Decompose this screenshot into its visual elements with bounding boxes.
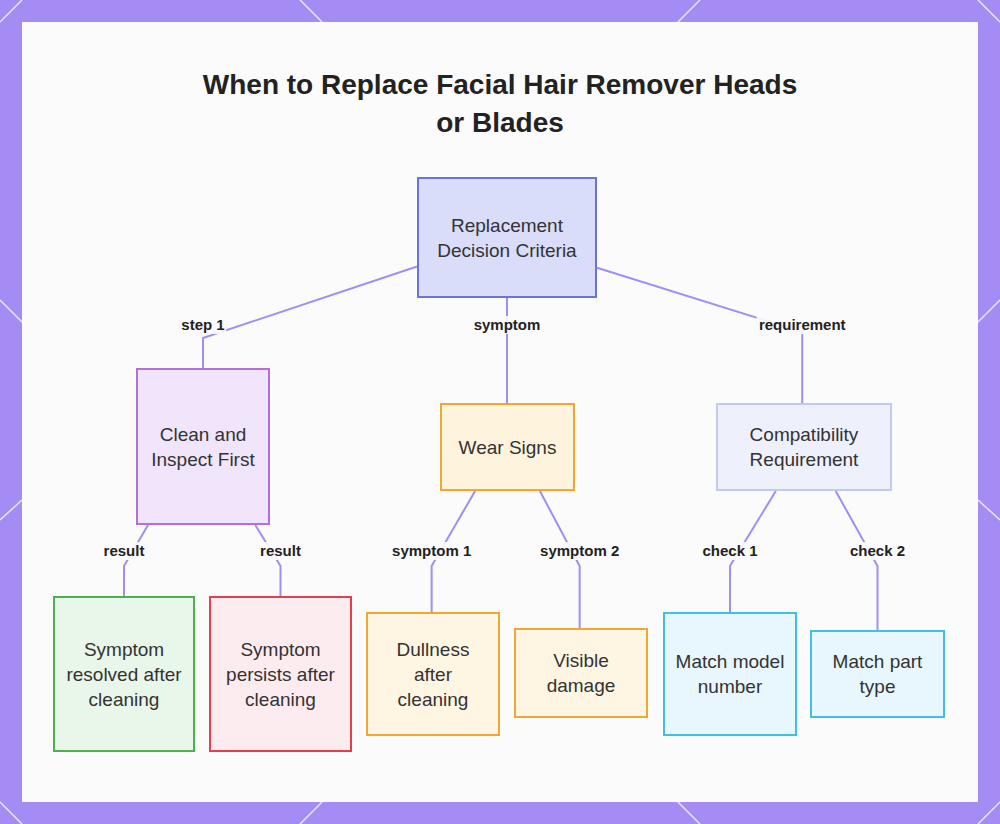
- node-text: Symptom resolved after cleaning: [63, 637, 185, 712]
- edge-label: result: [102, 542, 147, 560]
- check-box: Match model number: [663, 612, 797, 736]
- node-text: Wear Signs: [459, 435, 557, 460]
- edge-label: symptom: [472, 316, 543, 334]
- result-box: Symptom persists after cleaning: [209, 596, 352, 752]
- node-text: Dullness after cleaning: [376, 637, 490, 712]
- node-text: Symptom persists after cleaning: [219, 637, 342, 712]
- check-box: Match part type: [810, 630, 945, 718]
- node-text: Match part type: [820, 649, 935, 699]
- connector-line: [506, 298, 508, 403]
- node-text: Clean and Inspect First: [146, 422, 260, 472]
- symptom-box: Visible damage: [514, 628, 648, 718]
- root-box: Replacement Decision Criteria: [417, 177, 597, 298]
- connector-line: [255, 525, 280, 596]
- result-box: Symptom resolved after cleaning: [53, 596, 195, 752]
- node-text: Replacement Decision Criteria: [427, 213, 587, 263]
- edge-label: check 1: [700, 542, 759, 560]
- diagram-title: When to Replace Facial Hair Remover Head…: [200, 66, 800, 142]
- edge-label: symptom 2: [538, 542, 621, 560]
- edge-label: requirement: [757, 316, 848, 334]
- node-text: Compatibility Requirement: [726, 422, 882, 472]
- connector-line: [203, 267, 417, 368]
- edge-label: symptom 1: [390, 542, 473, 560]
- symptom-box: Dullness after cleaning: [366, 612, 500, 736]
- category-box: Wear Signs: [440, 403, 575, 491]
- category-box: Compatibility Requirement: [716, 403, 892, 491]
- node-text: Match model number: [673, 649, 787, 699]
- node-text: Visible damage: [524, 648, 638, 698]
- edge-label: step 1: [179, 316, 226, 334]
- connector-line: [597, 268, 802, 403]
- edge-label: check 2: [848, 542, 907, 560]
- connector-line: [124, 525, 148, 596]
- connector-line: [836, 491, 878, 630]
- edge-label: result: [258, 542, 303, 560]
- step-box: Clean and Inspect First: [136, 368, 270, 525]
